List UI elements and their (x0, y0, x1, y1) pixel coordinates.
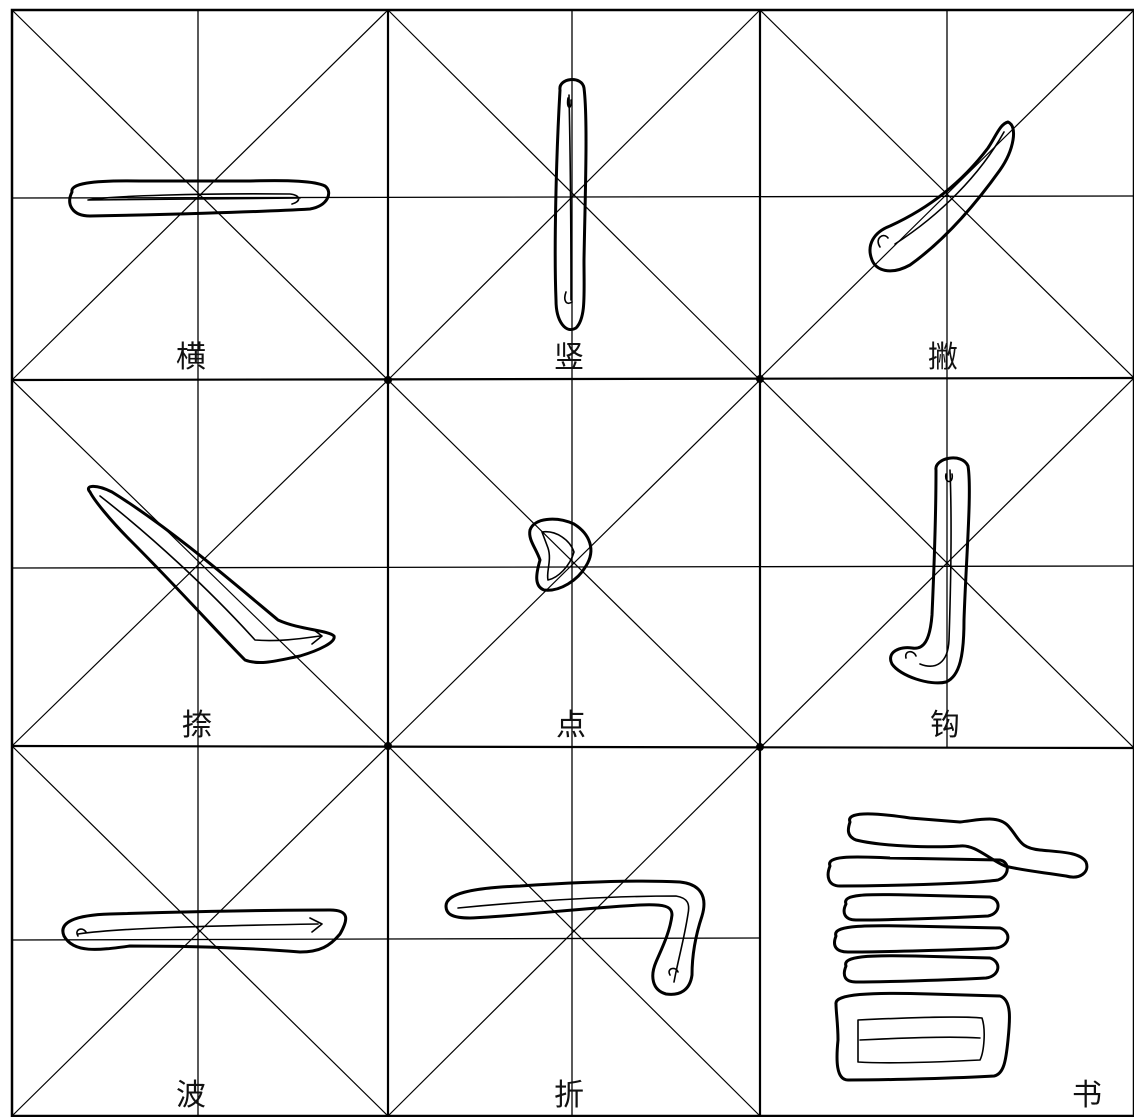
label-bo: 波 (176, 1078, 206, 1113)
stroke-shu-sample (555, 80, 586, 330)
label-dian: 点 (556, 708, 586, 743)
label-na: 捺 (182, 708, 212, 743)
label-shu: 竖 (554, 340, 584, 375)
label-heng: 横 (176, 340, 206, 375)
label-zhe: 折 (554, 1078, 584, 1113)
stroke-gou-sample (891, 458, 970, 683)
label-pie: 撇 (928, 340, 958, 375)
character-shu-sample (828, 814, 1087, 1080)
label-shu-character: 书 (1072, 1078, 1102, 1113)
stroke-bo-sample (63, 910, 346, 952)
stroke-heng-sample (70, 181, 329, 216)
label-gou: 钩 (930, 708, 960, 743)
stroke-zhe-sample (446, 881, 704, 994)
